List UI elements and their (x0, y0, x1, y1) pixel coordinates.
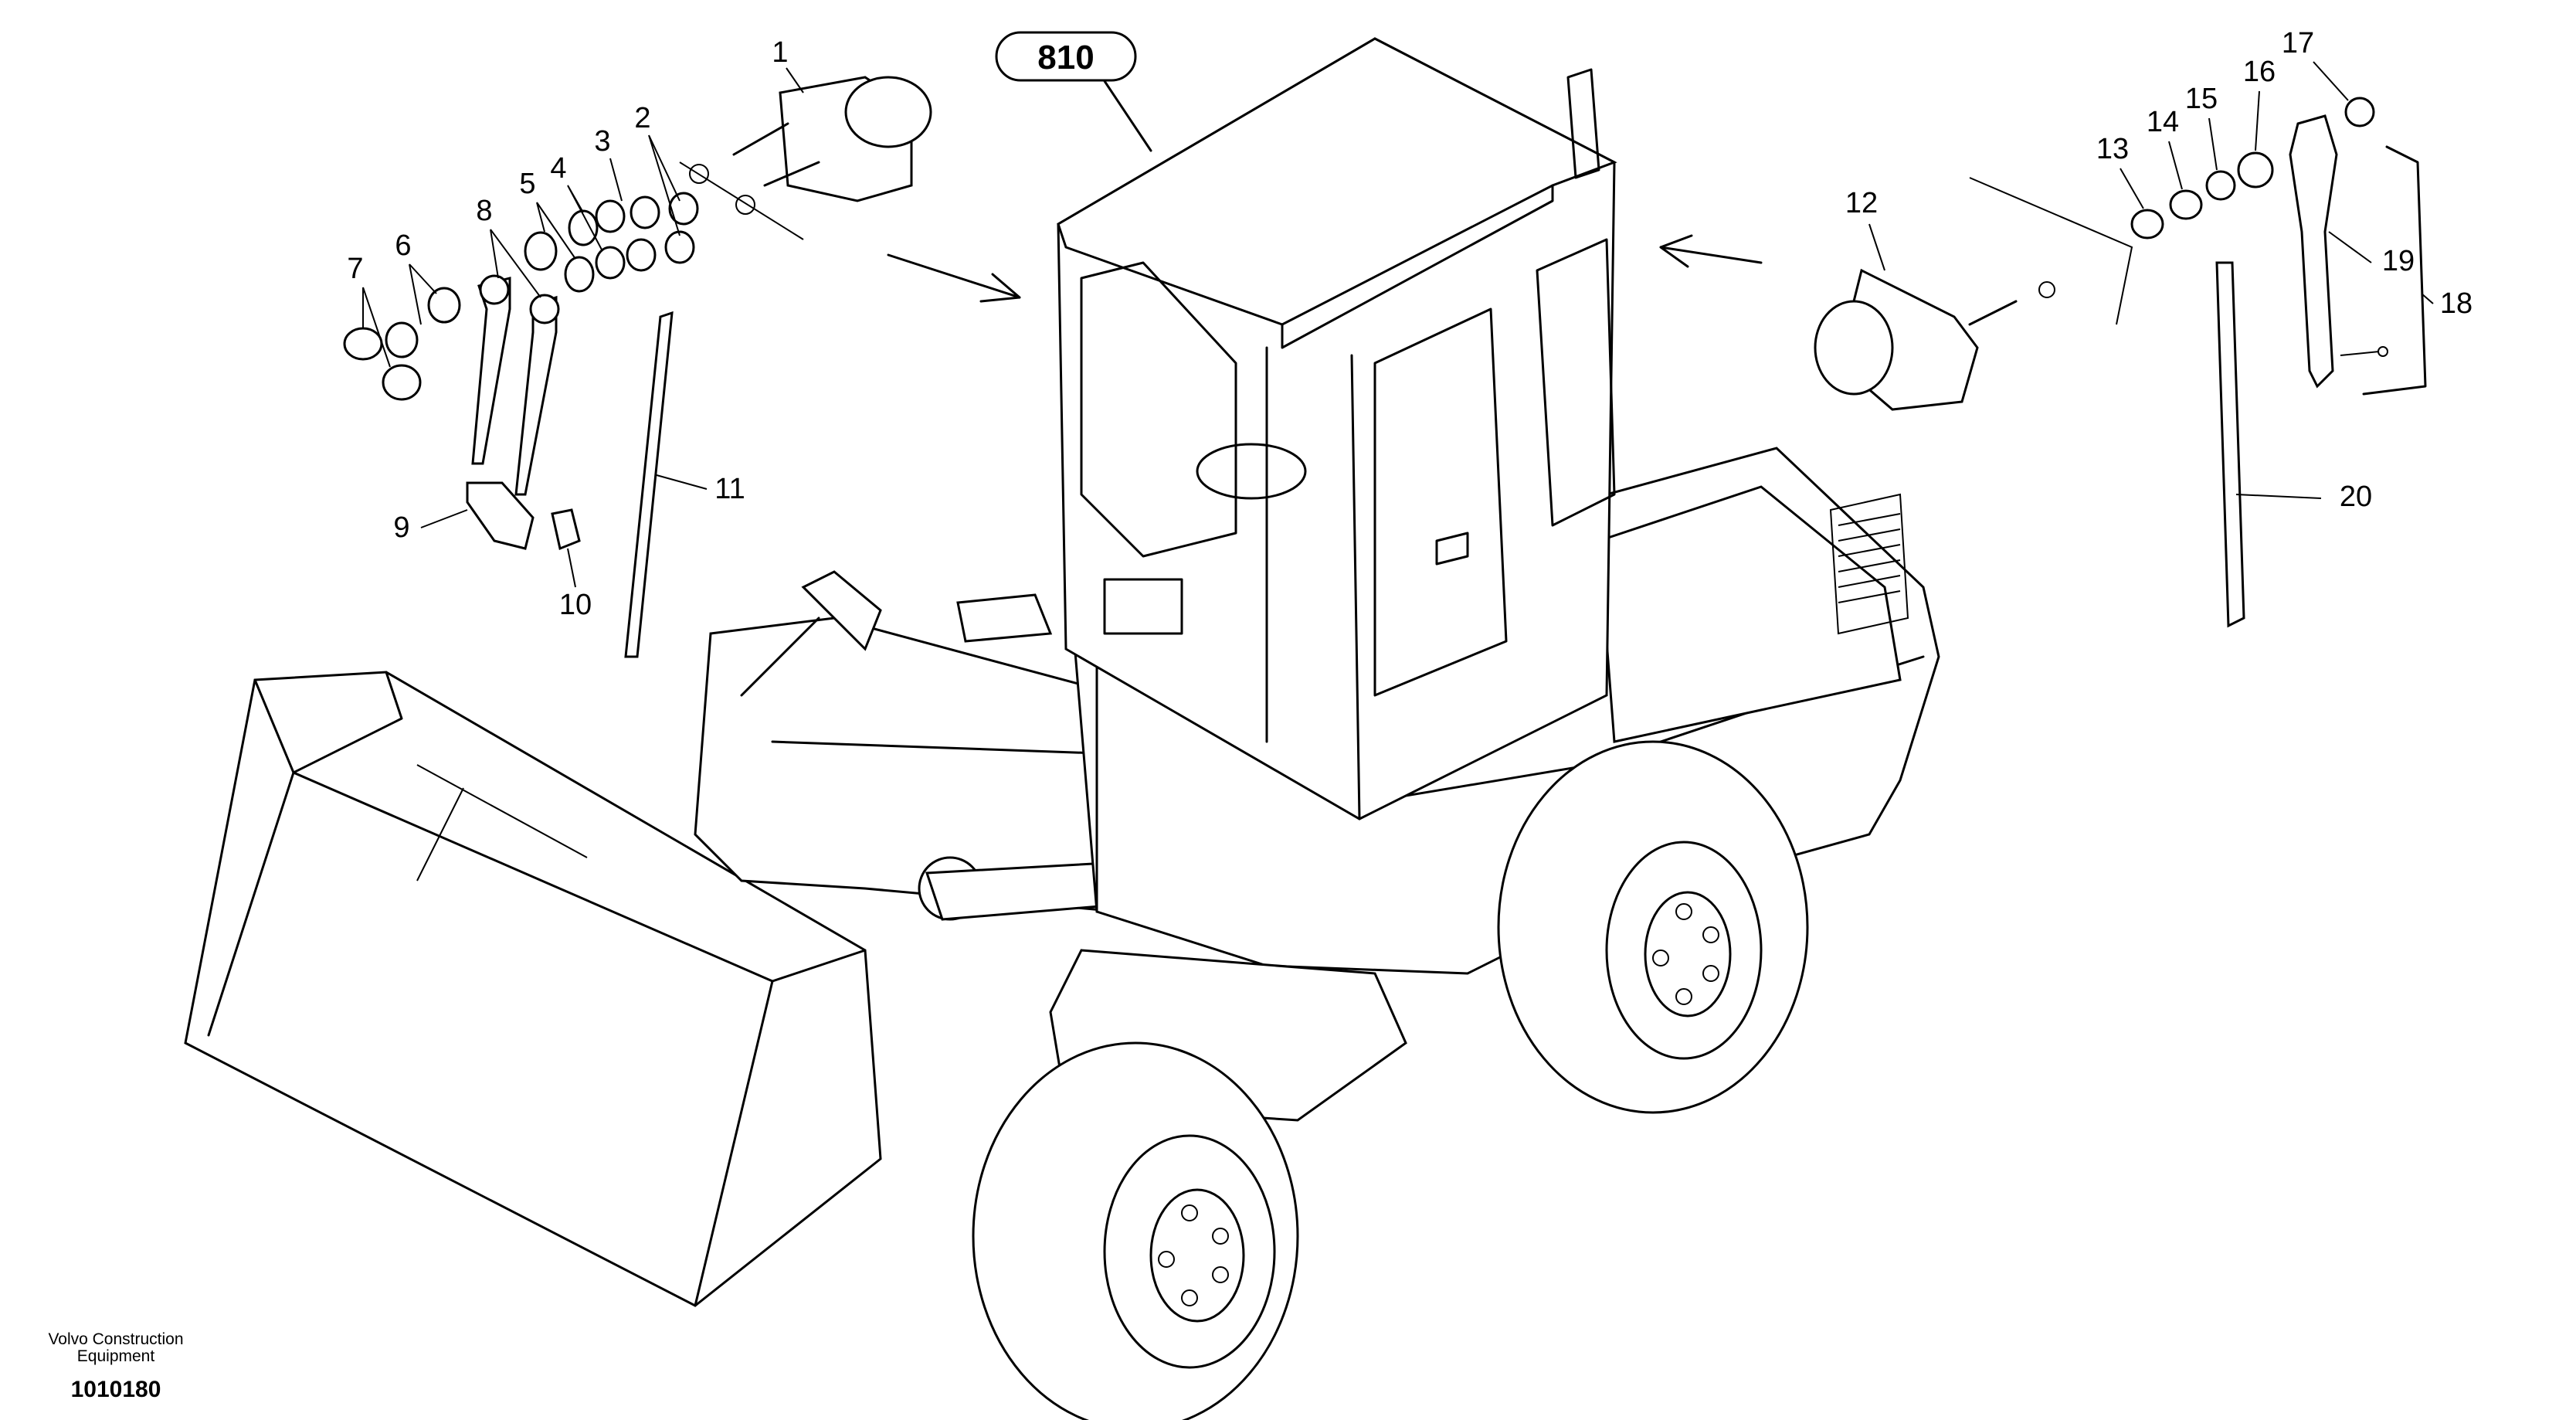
figure-code: 1010180 (71, 1377, 161, 1402)
wheel-loader-illustration (184, 37, 1940, 1420)
rear-wiper-nuts-washers (2130, 97, 2375, 239)
rear-wiper-arm (2289, 114, 2338, 389)
rear-direction-arrow (1659, 234, 1763, 268)
part-number-5: 5 (519, 168, 535, 200)
group-reference-callout: 810 (995, 31, 1152, 152)
part-number-2: 2 (634, 102, 650, 134)
part-number-18: 18 (2440, 287, 2472, 320)
rear-wiper-motor (1814, 177, 2133, 411)
part-number-10: 10 (559, 589, 592, 621)
part-number-15: 15 (2185, 83, 2218, 115)
brand-name-line1: Volvo Construction (48, 1330, 183, 1348)
rear-wiper-exploded-parts (1659, 97, 2427, 628)
part-number-3: 3 (594, 125, 610, 158)
diagram-footer: Volvo Construction Equipment 1010180 (48, 1330, 183, 1402)
loader-front-wheel (972, 1041, 1299, 1420)
front-wiper-blade (624, 311, 674, 658)
rear-wiper-bracket-lines (2362, 145, 2427, 396)
part-number-9: 9 (393, 511, 409, 544)
loader-rear-wheel (1497, 740, 1809, 1114)
part-number-12: 12 (1845, 187, 1878, 219)
part-number-4: 4 (550, 152, 566, 185)
part-number-19: 19 (2382, 245, 2415, 277)
front-wiper-bracket (466, 481, 535, 550)
part-number-16: 16 (2243, 56, 2276, 88)
loader-bucket (184, 671, 882, 1307)
brand-name-line2: Equipment (77, 1347, 155, 1365)
part-number-11: 11 (714, 473, 745, 505)
front-wiper-motor (679, 76, 932, 240)
part-number-13: 13 (2096, 133, 2129, 165)
part-number-14: 14 (2147, 106, 2179, 138)
front-wiper-exploded-parts (343, 76, 1021, 658)
front-wiper-arms (471, 274, 560, 496)
rear-wiper-blade (2215, 261, 2245, 628)
front-wiper-clip (551, 508, 581, 551)
part-number-6: 6 (395, 229, 411, 262)
part-number-8: 8 (476, 195, 492, 227)
front-direction-arrow (887, 253, 1021, 303)
part-number-1: 1 (772, 36, 788, 69)
part-number-17: 17 (2282, 27, 2314, 59)
front-wiper-nuts-washers (343, 192, 699, 401)
loader-cab (1057, 37, 1617, 820)
part-number-20: 20 (2340, 481, 2372, 513)
group-reference-label: 810 (1037, 39, 1094, 76)
part-number-7: 7 (347, 253, 363, 285)
part-number-labels: 1 2 3 4 5 6 7 8 9 10 11 12 13 14 15 16 1 (347, 27, 2472, 621)
